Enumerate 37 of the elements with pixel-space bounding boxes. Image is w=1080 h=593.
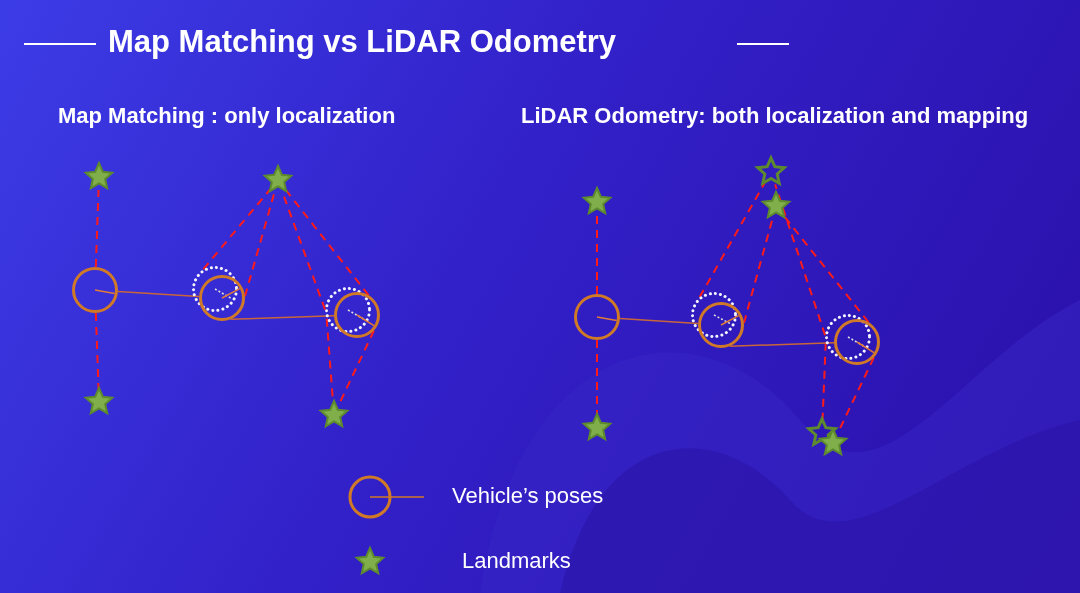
dashed-line [243, 191, 276, 298]
pose-circle [72, 267, 118, 313]
slide-title: Map Matching vs LiDAR Odometry [108, 24, 617, 60]
estimated-pose-circle [691, 292, 737, 338]
pose-circle [199, 275, 245, 321]
panel-heading: LiDAR Odometry: both localization and mapping [521, 103, 1029, 129]
legend-label: Vehicle’s poses [452, 483, 604, 509]
dashed-line [698, 182, 766, 299]
trajectory-line [619, 317, 699, 325]
estimated-pose-circle [325, 287, 371, 333]
star-icon [756, 157, 786, 187]
estimated-pose-circle [825, 314, 871, 360]
estimated-pose-circle [192, 266, 238, 312]
dashed-line [774, 183, 827, 337]
star-icon [818, 428, 848, 458]
pose-circle [334, 292, 380, 338]
dashed-line [596, 339, 598, 416]
dashed-line [783, 215, 870, 323]
pose-circle [698, 302, 744, 348]
dashed-line [202, 188, 271, 271]
dashed-line [94, 312, 100, 390]
dashed-line [285, 189, 370, 297]
star-icon [582, 413, 612, 443]
star-icon [582, 187, 612, 217]
dashed-line [821, 341, 827, 421]
legend-label: Landmarks [462, 548, 571, 574]
trajectory-line [117, 290, 200, 298]
star-icon [761, 191, 791, 221]
star-icon [84, 162, 114, 192]
trajectory-line [230, 315, 335, 320]
star-icon [319, 400, 349, 430]
star-icon [263, 165, 293, 195]
trajectory-line [729, 342, 835, 347]
pose-circle [574, 294, 620, 340]
panel-heading: Map Matching : only localization [58, 103, 396, 129]
pose-circle [834, 319, 880, 365]
star-icon [84, 387, 114, 417]
